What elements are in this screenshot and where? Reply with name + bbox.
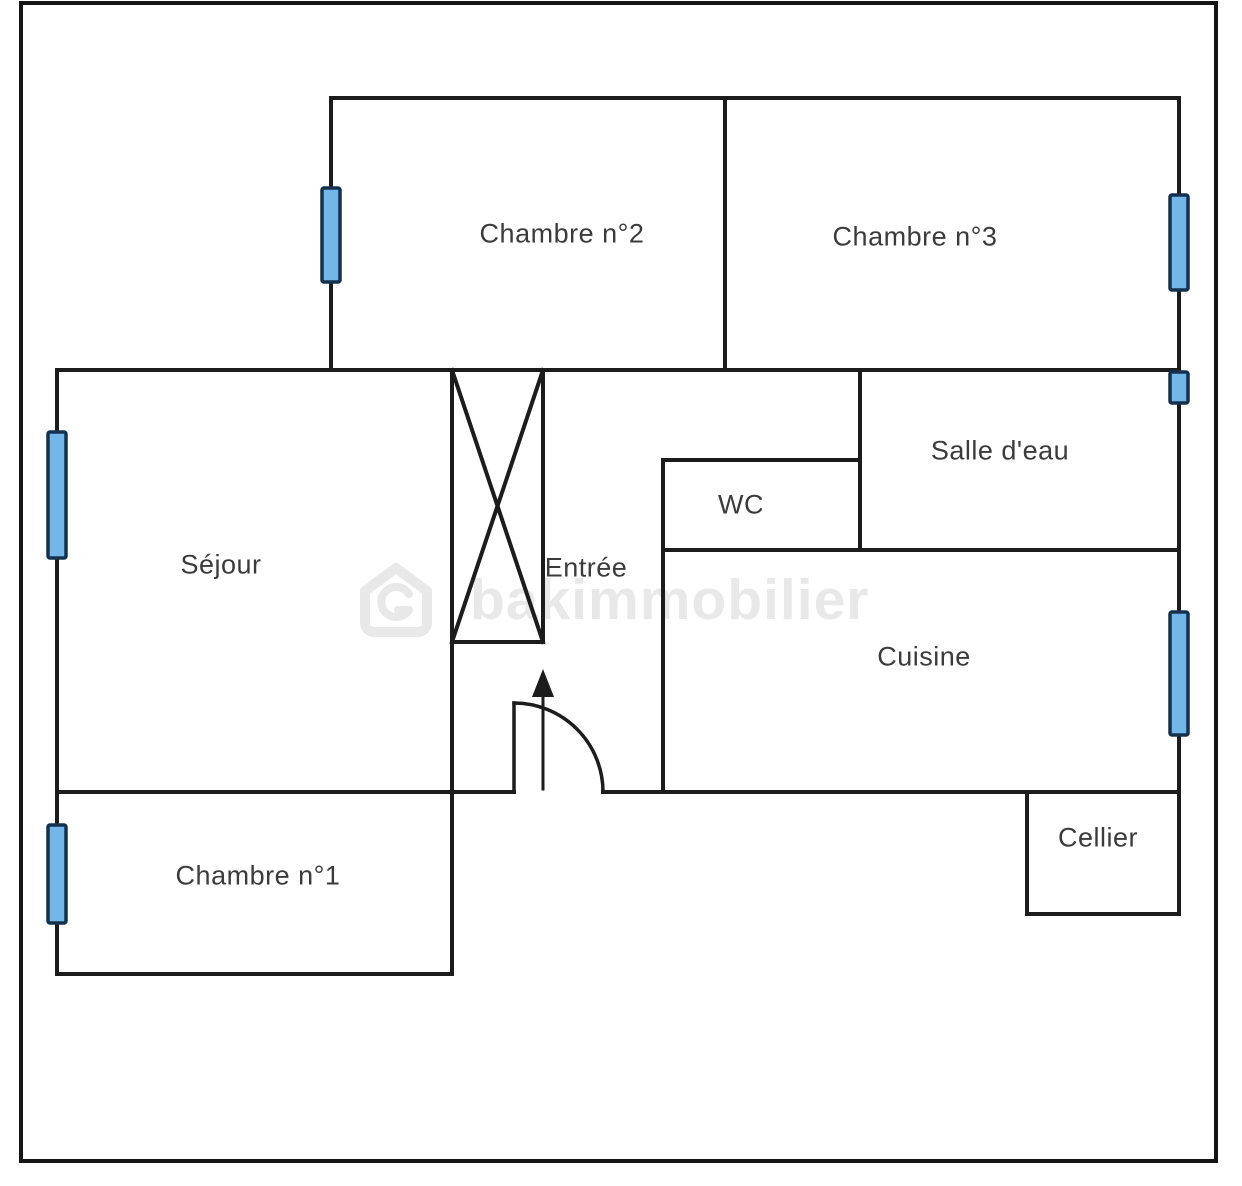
window-symbol-chambre1 <box>46 823 68 925</box>
door-swing-symbol <box>512 701 605 794</box>
window-symbol-chambre2 <box>320 186 342 284</box>
room-label-entree: Entrée <box>544 552 628 583</box>
room-label-cuisine: Cuisine <box>877 641 971 672</box>
room-label-chambre3: Chambre n°3 <box>832 221 998 252</box>
window-symbol-chambre3 <box>1168 193 1190 292</box>
entrance-arrow-icon <box>532 669 554 697</box>
walls <box>55 96 1181 976</box>
closet-x-diagonal-2 <box>449 367 546 645</box>
window-symbol-sejour <box>46 430 68 560</box>
window-symbol-salle-eau <box>1168 370 1190 405</box>
room-label-salle-eau: Salle d'eau <box>930 435 1070 466</box>
room-label-sejour: Séjour <box>180 549 262 580</box>
windows <box>46 186 1190 925</box>
room-label-chambre1: Chambre n°1 <box>175 860 341 891</box>
room-label-wc: WC <box>718 489 764 520</box>
door-arc <box>512 701 605 794</box>
room-label-chambre2: Chambre n°2 <box>479 218 645 249</box>
room-label-cellier: Cellier <box>1057 822 1139 853</box>
window-symbol-cuisine <box>1168 610 1190 737</box>
outer-frame <box>19 1 1218 1163</box>
closet-x-symbol <box>449 367 546 645</box>
